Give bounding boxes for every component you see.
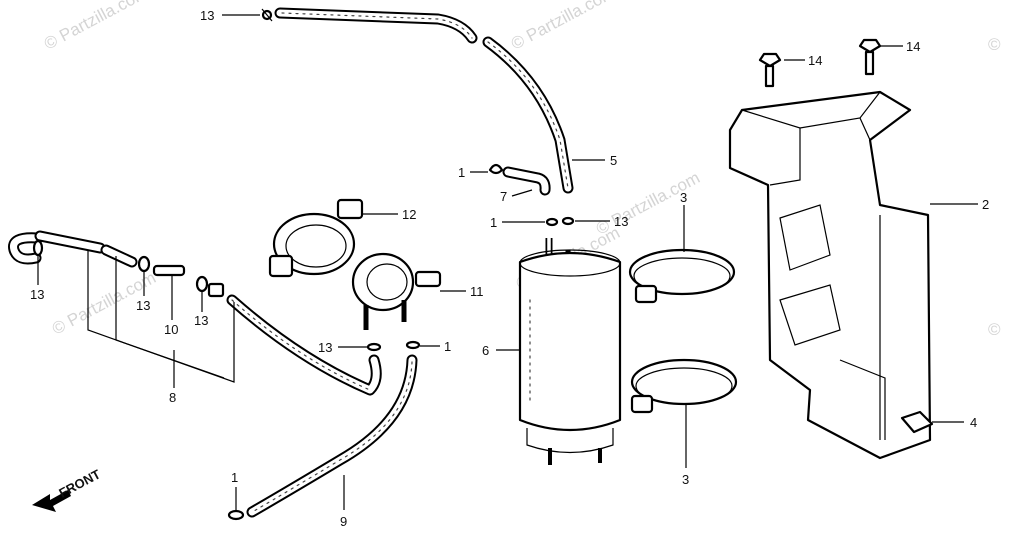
watermark: ©	[988, 320, 1001, 339]
part-5-breather-tube	[274, 7, 574, 194]
callout-label: 5	[610, 153, 617, 168]
part-12-clamp	[268, 198, 364, 278]
part-1-clip-upper	[488, 163, 504, 175]
callout-label: 13	[136, 298, 150, 313]
callout-label: 10	[164, 322, 178, 337]
callout-label: 3	[682, 472, 689, 487]
part-3-band-top	[628, 248, 736, 304]
callout-label: 1	[458, 165, 465, 180]
watermark: © Partzilla.com	[41, 0, 151, 54]
watermark: ©	[988, 35, 1001, 54]
front-arrow-icon	[32, 490, 71, 512]
part-13-clip-top	[261, 8, 273, 22]
callout-label: 13	[194, 313, 208, 328]
callout-label: 13	[200, 8, 214, 23]
callout-label: 1	[490, 215, 497, 230]
callout-label: 9	[340, 514, 347, 529]
callout-label: 13	[318, 340, 332, 355]
part-2-bracket	[728, 90, 932, 460]
callout-label: 3	[680, 190, 687, 205]
part-14-bolt-right	[858, 38, 882, 76]
callout-label: 11	[470, 284, 484, 299]
callout-label: 14	[906, 39, 920, 54]
part-11-valve	[351, 252, 442, 330]
part-13-clip-a	[137, 255, 151, 273]
part-6-canister	[518, 238, 622, 465]
part-1-clip-bottom	[227, 509, 245, 521]
part-1-clip-lower	[405, 340, 421, 350]
part-7-elbow-tube	[502, 166, 551, 196]
part-14-bolt-left	[758, 52, 782, 88]
callout-label: 6	[482, 343, 489, 358]
part-13-clip-b	[195, 275, 209, 293]
callout-label: 1	[444, 339, 451, 354]
leader-lines	[37, 14, 978, 510]
callout-label: 14	[808, 53, 822, 68]
part-13-clip-left	[32, 239, 44, 257]
part-9-drain-hose	[246, 354, 418, 518]
callout-label: 2	[982, 197, 989, 212]
callout-label: 13	[614, 214, 628, 229]
watermark: © Partzilla.com	[508, 0, 618, 54]
callout-label: 8	[169, 390, 176, 405]
part-3-band-bottom	[630, 358, 738, 414]
callout-labels: 13 14 14 1 5 7 1 13 3 2 12 11 13 1 6 13 …	[30, 8, 989, 529]
part-8-hose-assembly	[8, 230, 382, 396]
front-arrow: FRONT	[32, 466, 103, 512]
callout-label: 4	[970, 415, 977, 430]
part-4-cushion	[900, 410, 934, 434]
callout-label: 13	[30, 287, 44, 302]
front-label: FRONT	[56, 466, 103, 500]
callout-label: 12	[402, 207, 416, 222]
callout-label: 7	[500, 189, 507, 204]
callout-label: 1	[231, 470, 238, 485]
part-13-clip-lower	[366, 342, 382, 352]
part-1-13-clips-mid	[545, 216, 575, 227]
